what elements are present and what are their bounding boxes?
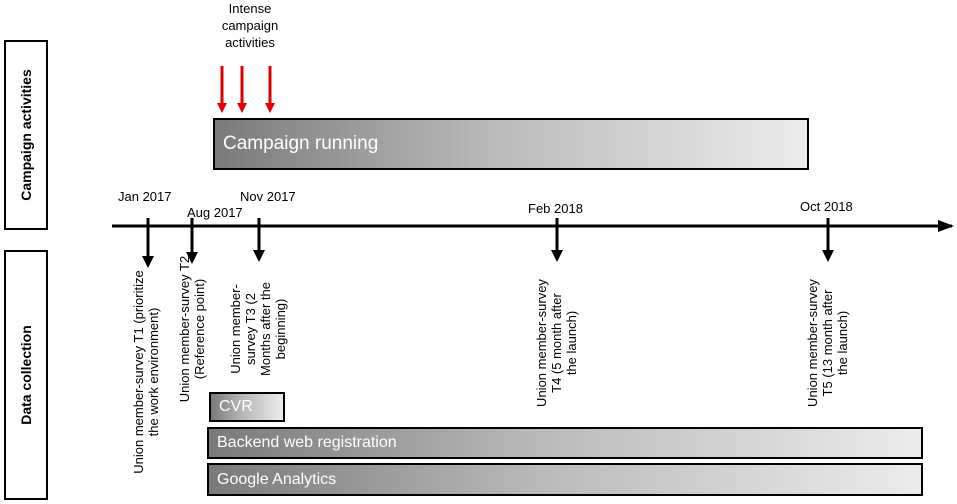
cvr-bar: CVR bbox=[209, 392, 285, 422]
campaign-running-bar: Campaign running bbox=[213, 118, 809, 170]
google-analytics-bar: Google Analytics bbox=[207, 463, 923, 496]
date-aug-2017: Aug 2017 bbox=[187, 205, 243, 220]
date-oct-2018: Oct 2018 bbox=[800, 199, 853, 214]
survey-t4-label: Union member-survey T4 (5 month after th… bbox=[534, 279, 579, 407]
backend-web-registration-label: Backend web registration bbox=[217, 434, 397, 451]
date-jan-2017: Jan 2017 bbox=[118, 189, 172, 204]
survey-t5-label: Union member-survey T5 (13 month after t… bbox=[805, 279, 850, 407]
survey-t2-label: Union member-survey T2 (Reference point) bbox=[177, 255, 207, 403]
survey-t1-label: Union member-survey T1 (prioritize the w… bbox=[131, 270, 161, 474]
cvr-label: CVR bbox=[219, 398, 253, 415]
date-nov-2017: Nov 2017 bbox=[240, 189, 296, 204]
campaign-running-label: Campaign running bbox=[223, 133, 379, 154]
campaign-activities-box: Campaign activities bbox=[4, 40, 48, 230]
backend-web-registration-bar: Backend web registration bbox=[207, 427, 923, 459]
survey-t3-label: Union member- survey T3 (2 Months after … bbox=[228, 282, 288, 376]
google-analytics-label: Google Analytics bbox=[217, 470, 337, 488]
data-collection-box: Data collection bbox=[4, 250, 48, 500]
intense-campaign-note: Intense campaign activities bbox=[221, 1, 279, 50]
date-feb-2018: Feb 2018 bbox=[528, 201, 583, 216]
